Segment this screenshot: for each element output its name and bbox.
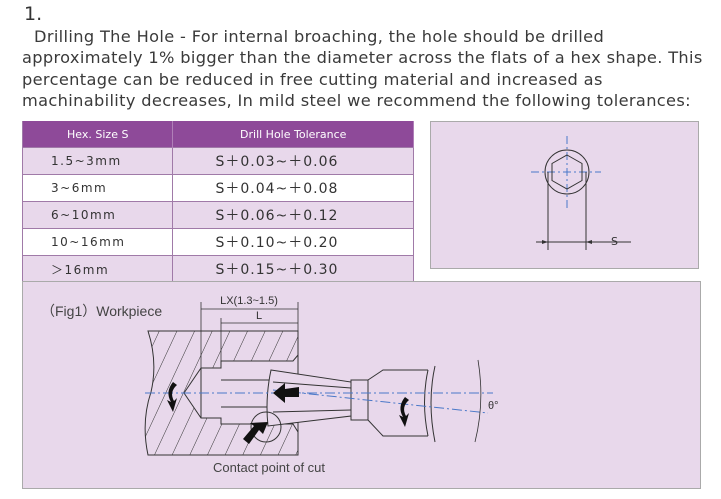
hex-size-cell: 1.5~3mm [22,147,174,175]
hex-diagram-panel: S [430,121,699,269]
rotation-arrow-icon [399,397,409,427]
tolerance-cell: S＋0.04~＋0.08 [172,174,414,202]
angle-arc [474,359,482,443]
hex-size-cell: 3~6mm [22,174,174,202]
theta-label: θ° [488,400,499,412]
contact-circle [250,411,282,443]
tolerance-cell: S＋0.10~＋0.20 [172,228,414,256]
hole-circle [544,149,590,195]
figure-panel: （Fig1）Workpiece LX(1.3~1.5) L θ° Contact… [22,281,701,489]
force-arrow-icon [273,383,299,403]
header-hex-size: Hex. Size S [22,121,174,148]
hex-size-cell: 10~16mm [22,228,174,256]
contact-arrow-icon [243,422,268,444]
l-label: L [256,310,262,322]
hex-size-cell: ＞16mm [22,255,174,283]
intro-paragraph: Drilling The Hole - For internal broachi… [22,27,703,110]
contact-point-label: Contact point of cut [213,460,325,475]
tool-shank [367,369,428,437]
figure-caption: （Fig1）Workpiece [41,303,162,319]
tool-centerline [272,389,489,414]
section-number: 1. [24,3,43,25]
tolerance-cell: S＋0.03~＋0.06 [172,147,414,175]
hex-size-cell: 6~10mm [22,201,174,229]
hex-hole-diagram: S [531,136,631,250]
tolerance-cell: S＋0.06~＋0.12 [172,201,414,229]
broaching-figure: （Fig1）Workpiece LX(1.3~1.5) L θ° Contact… [41,295,499,475]
rotation-arrow-icon [167,382,177,412]
hex-shape [551,154,583,190]
tolerance-cell: S＋0.15~＋0.30 [172,255,414,283]
header-tolerance: Drill Hole Tolerance [172,121,414,148]
lx-label: LX(1.3~1.5) [220,295,278,307]
dim-label-s: S [611,235,618,248]
